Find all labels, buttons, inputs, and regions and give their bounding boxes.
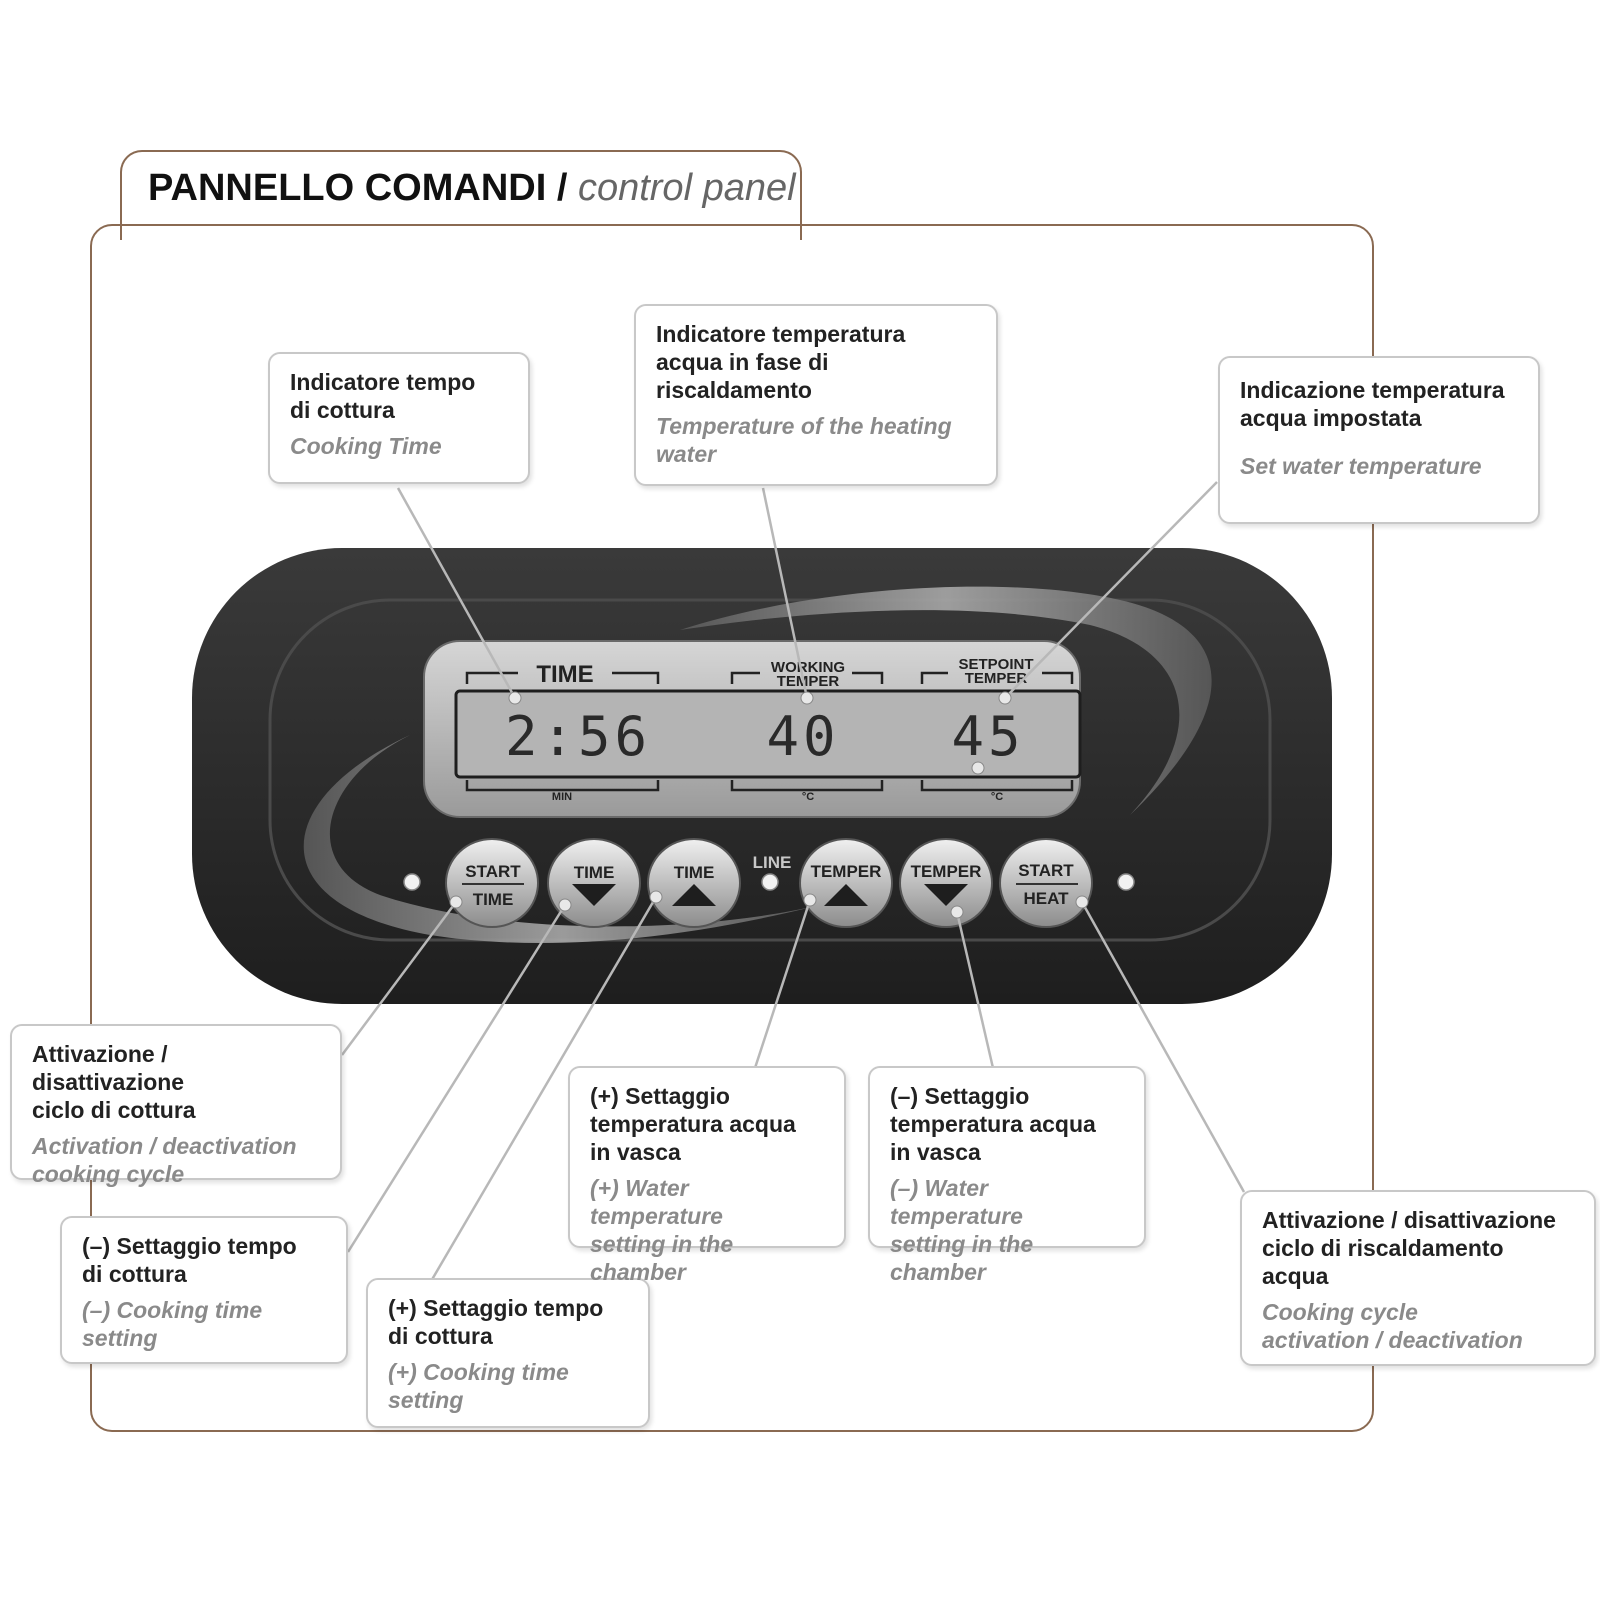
callout-heating-cycle: Attivazione / disattivazione ciclo di ri… xyxy=(1240,1190,1596,1366)
callout-activation-cycle: Attivazione / disattivazione ciclo di co… xyxy=(10,1024,342,1187)
time-bracket-bottom xyxy=(465,780,660,792)
leader-dot-heating-water xyxy=(800,691,814,705)
title-sub: control panel xyxy=(577,167,796,209)
leader-heating-water xyxy=(761,487,809,699)
arrow-down-icon xyxy=(572,884,616,906)
setpoint-bracket-top xyxy=(920,671,1074,684)
time-unit: MIN xyxy=(552,791,572,803)
callout-time-plus-it: (+) Settaggio tempo di cottura xyxy=(388,1295,604,1349)
temper-up-button[interactable]: TEMPER xyxy=(799,838,893,928)
callout-temp-plus: (+) Settaggio temperatura acqua in vasca… xyxy=(568,1066,846,1285)
led-right xyxy=(1117,873,1135,891)
leader-dot-time-minus xyxy=(558,898,572,912)
start-time-label-top: START xyxy=(465,862,521,881)
temper-down-button[interactable]: TEMPER xyxy=(899,838,993,928)
panel-inner xyxy=(268,598,1272,942)
leader-activation-cycle xyxy=(340,901,458,1056)
setpoint-header-line1: SETPOINT xyxy=(958,656,1033,673)
line-label: LINE xyxy=(753,853,792,872)
callout-set-water: Indicazione temperatura acqua impostata … xyxy=(1218,356,1540,524)
leader-dot-time-plus xyxy=(649,890,663,904)
working-unit: °C xyxy=(802,791,814,803)
callout-time-minus-it: (–) Settaggio tempo di cottura xyxy=(82,1233,297,1287)
title-main: PANNELLO COMANDI / xyxy=(148,167,578,209)
leader-set-water xyxy=(1004,481,1218,699)
working-temp-value: 40 xyxy=(766,705,839,768)
callout-set-water-en: Set water temperature xyxy=(1240,453,1482,479)
leader-cooking-time xyxy=(396,487,517,699)
callout-heating-cycle-it: Attivazione / disattivazione ciclo di ri… xyxy=(1262,1207,1556,1289)
callout-cooking-time-it: Indicatore tempo di cottura xyxy=(290,369,476,423)
arrow-up-icon xyxy=(824,884,868,906)
start-heat-label-bottom: HEAT xyxy=(1023,889,1069,908)
leader-dot-setpoint xyxy=(971,761,985,775)
arrow-down-icon xyxy=(924,884,968,906)
callout-set-water-it: Indicazione temperatura acqua impostata xyxy=(1240,377,1505,431)
leader-dot-temp-plus xyxy=(803,893,817,907)
callout-temp-minus-it: (–) Settaggio temperatura acqua in vasca xyxy=(890,1083,1096,1165)
time-down-label: TIME xyxy=(574,863,615,882)
callout-time-minus: (–) Settaggio tempo di cottura (–) Cooki… xyxy=(60,1216,348,1364)
leader-temp-plus xyxy=(753,899,812,1069)
leader-dot-temp-minus xyxy=(950,905,964,919)
callout-time-minus-en: (–) Cooking time setting xyxy=(82,1297,263,1351)
working-header-line1: WORKING xyxy=(771,659,845,676)
leader-time-minus xyxy=(346,904,567,1253)
callout-heating-water: Indicatore temperatura acqua in fase di … xyxy=(634,304,998,486)
setpoint-header-line2: TEMPER xyxy=(965,670,1028,687)
callout-temp-plus-it: (+) Settaggio temperatura acqua in vasca xyxy=(590,1083,796,1165)
leader-time-plus xyxy=(428,896,658,1284)
working-bracket-top xyxy=(730,671,884,684)
start-heat-label-top: START xyxy=(1018,861,1074,880)
callout-activation-cycle-it: Attivazione / disattivazione ciclo di co… xyxy=(32,1041,196,1123)
time-up-button[interactable]: TIME xyxy=(647,838,741,928)
time-down-button[interactable]: TIME xyxy=(547,838,641,928)
start-heat-button[interactable]: START HEAT xyxy=(999,838,1093,928)
arrow-up-icon xyxy=(672,884,716,906)
callout-heating-cycle-en: Cooking cycle activation / deactivation xyxy=(1262,1299,1523,1353)
callout-time-plus-en: (+) Cooking time setting xyxy=(388,1359,569,1413)
leader-temp-minus xyxy=(955,911,995,1069)
callout-activation-cycle-en: Activation / deactivation cooking cycle xyxy=(32,1133,297,1187)
setpoint-bracket-bottom xyxy=(920,780,1074,792)
callout-cooking-time-en: Cooking Time xyxy=(290,433,442,459)
callout-time-plus: (+) Settaggio tempo di cottura (+) Cooki… xyxy=(366,1278,650,1428)
callout-temp-minus-en: (–) Water temperature setting in the cha… xyxy=(890,1175,1034,1285)
time-header: TIME xyxy=(536,661,593,688)
diagram-frame xyxy=(90,224,1374,1432)
working-header-line2: TEMPER xyxy=(777,673,840,690)
leader-dot-cooking-time xyxy=(508,691,522,705)
start-time-label-bottom: TIME xyxy=(473,890,514,909)
leader-dot-heating-cycle xyxy=(1075,895,1089,909)
setpoint-unit: °C xyxy=(991,791,1003,803)
working-bracket-bottom xyxy=(730,780,884,792)
callout-heating-water-it: Indicatore temperatura acqua in fase di … xyxy=(656,321,906,403)
time-up-label: TIME xyxy=(674,863,715,882)
temper-up-label: TEMPER xyxy=(811,862,882,881)
temper-down-label: TEMPER xyxy=(911,862,982,881)
led-left xyxy=(403,873,421,891)
setpoint-temp-value: 45 xyxy=(951,705,1024,768)
leader-dot-set-water xyxy=(998,691,1012,705)
leader-heating-cycle xyxy=(1080,901,1246,1193)
callout-heating-water-en: Temperature of the heating water xyxy=(656,413,952,467)
lcd-screen xyxy=(454,689,1082,779)
time-value: 2:56 xyxy=(505,705,651,768)
start-time-button[interactable]: START TIME xyxy=(445,838,539,928)
line-led xyxy=(761,873,779,891)
callout-cooking-time: Indicatore tempo di cottura Cooking Time xyxy=(268,352,530,484)
callout-temp-plus-en: (+) Water temperature setting in the cha… xyxy=(590,1175,734,1285)
leader-dot-activation-cycle xyxy=(449,895,463,909)
page-title: PANNELLO COMANDI / control panel xyxy=(148,164,796,212)
callout-temp-minus: (–) Settaggio temperatura acqua in vasca… xyxy=(868,1066,1146,1285)
